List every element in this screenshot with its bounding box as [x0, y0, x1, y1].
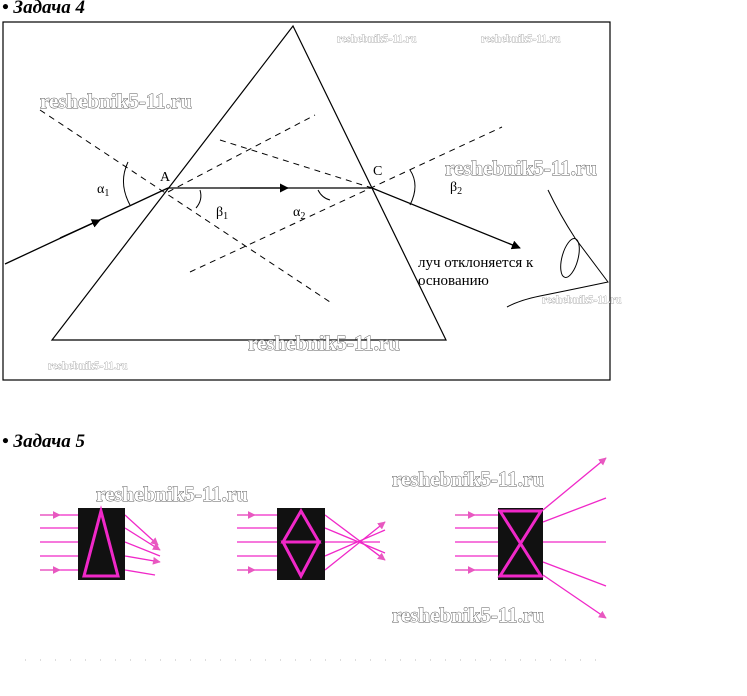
angle-arc-alpha1 [123, 161, 131, 206]
prism-shape [497, 509, 544, 578]
prism-shape [82, 505, 120, 578]
eye-icon [506, 189, 609, 308]
point-a-label: A [160, 170, 171, 185]
deflection-note-line1: луч отклоняется к [418, 255, 534, 271]
lens-group-3 [455, 457, 607, 619]
watermark: reshebnik5-11.ru [48, 360, 128, 372]
watermark: reshebnik5-11.ru [542, 294, 622, 306]
watermark: reshebnik5-11.ru [40, 89, 192, 113]
task4-frame [2, 21, 611, 381]
prism-triangle [50, 24, 447, 341]
deflection-note-line2: основанию [418, 273, 489, 289]
task5-diagram: reshebnik5-11.ru reshebnik5-11.ru resheb… [25, 457, 607, 661]
lens-group-1 [40, 505, 161, 580]
prism-shape-bottom [280, 540, 322, 580]
angle-arc-beta2 [409, 169, 416, 206]
watermark: reshebnik5-11.ru [481, 33, 561, 45]
normal-line-a-inner [167, 114, 316, 193]
incident-ray-arrow [59, 219, 101, 239]
task5-heading: • Задача 5 [2, 431, 85, 452]
normal-line-a [39, 109, 331, 303]
task4-diagram: A C α1 β1 α2 β2 луч отклоняется к основа… [2, 21, 622, 381]
beta2-label: β2 [450, 180, 462, 197]
emergent-ray [371, 187, 521, 250]
watermark: reshebnik5-11.ru [248, 331, 400, 355]
beta1-label: β1 [216, 205, 228, 222]
alpha1-label: α1 [97, 182, 109, 199]
normal-line-c-inner [219, 139, 373, 189]
watermark: reshebnik5-11.ru [337, 33, 417, 45]
task4-heading: • Задача 4 [2, 0, 85, 18]
watermark: reshebnik5-11.ru [392, 467, 544, 491]
angle-arc-beta1 [195, 189, 202, 209]
normal-line-c [189, 126, 503, 273]
watermark: reshebnik5-11.ru [445, 156, 597, 180]
lens-group-2 [237, 508, 386, 580]
alpha2-label: α2 [293, 205, 305, 222]
angle-arc-alpha2 [317, 189, 331, 201]
watermark: reshebnik5-11.ru [392, 603, 544, 627]
point-c-label: C [373, 164, 382, 179]
watermark: reshebnik5-11.ru [96, 482, 248, 506]
